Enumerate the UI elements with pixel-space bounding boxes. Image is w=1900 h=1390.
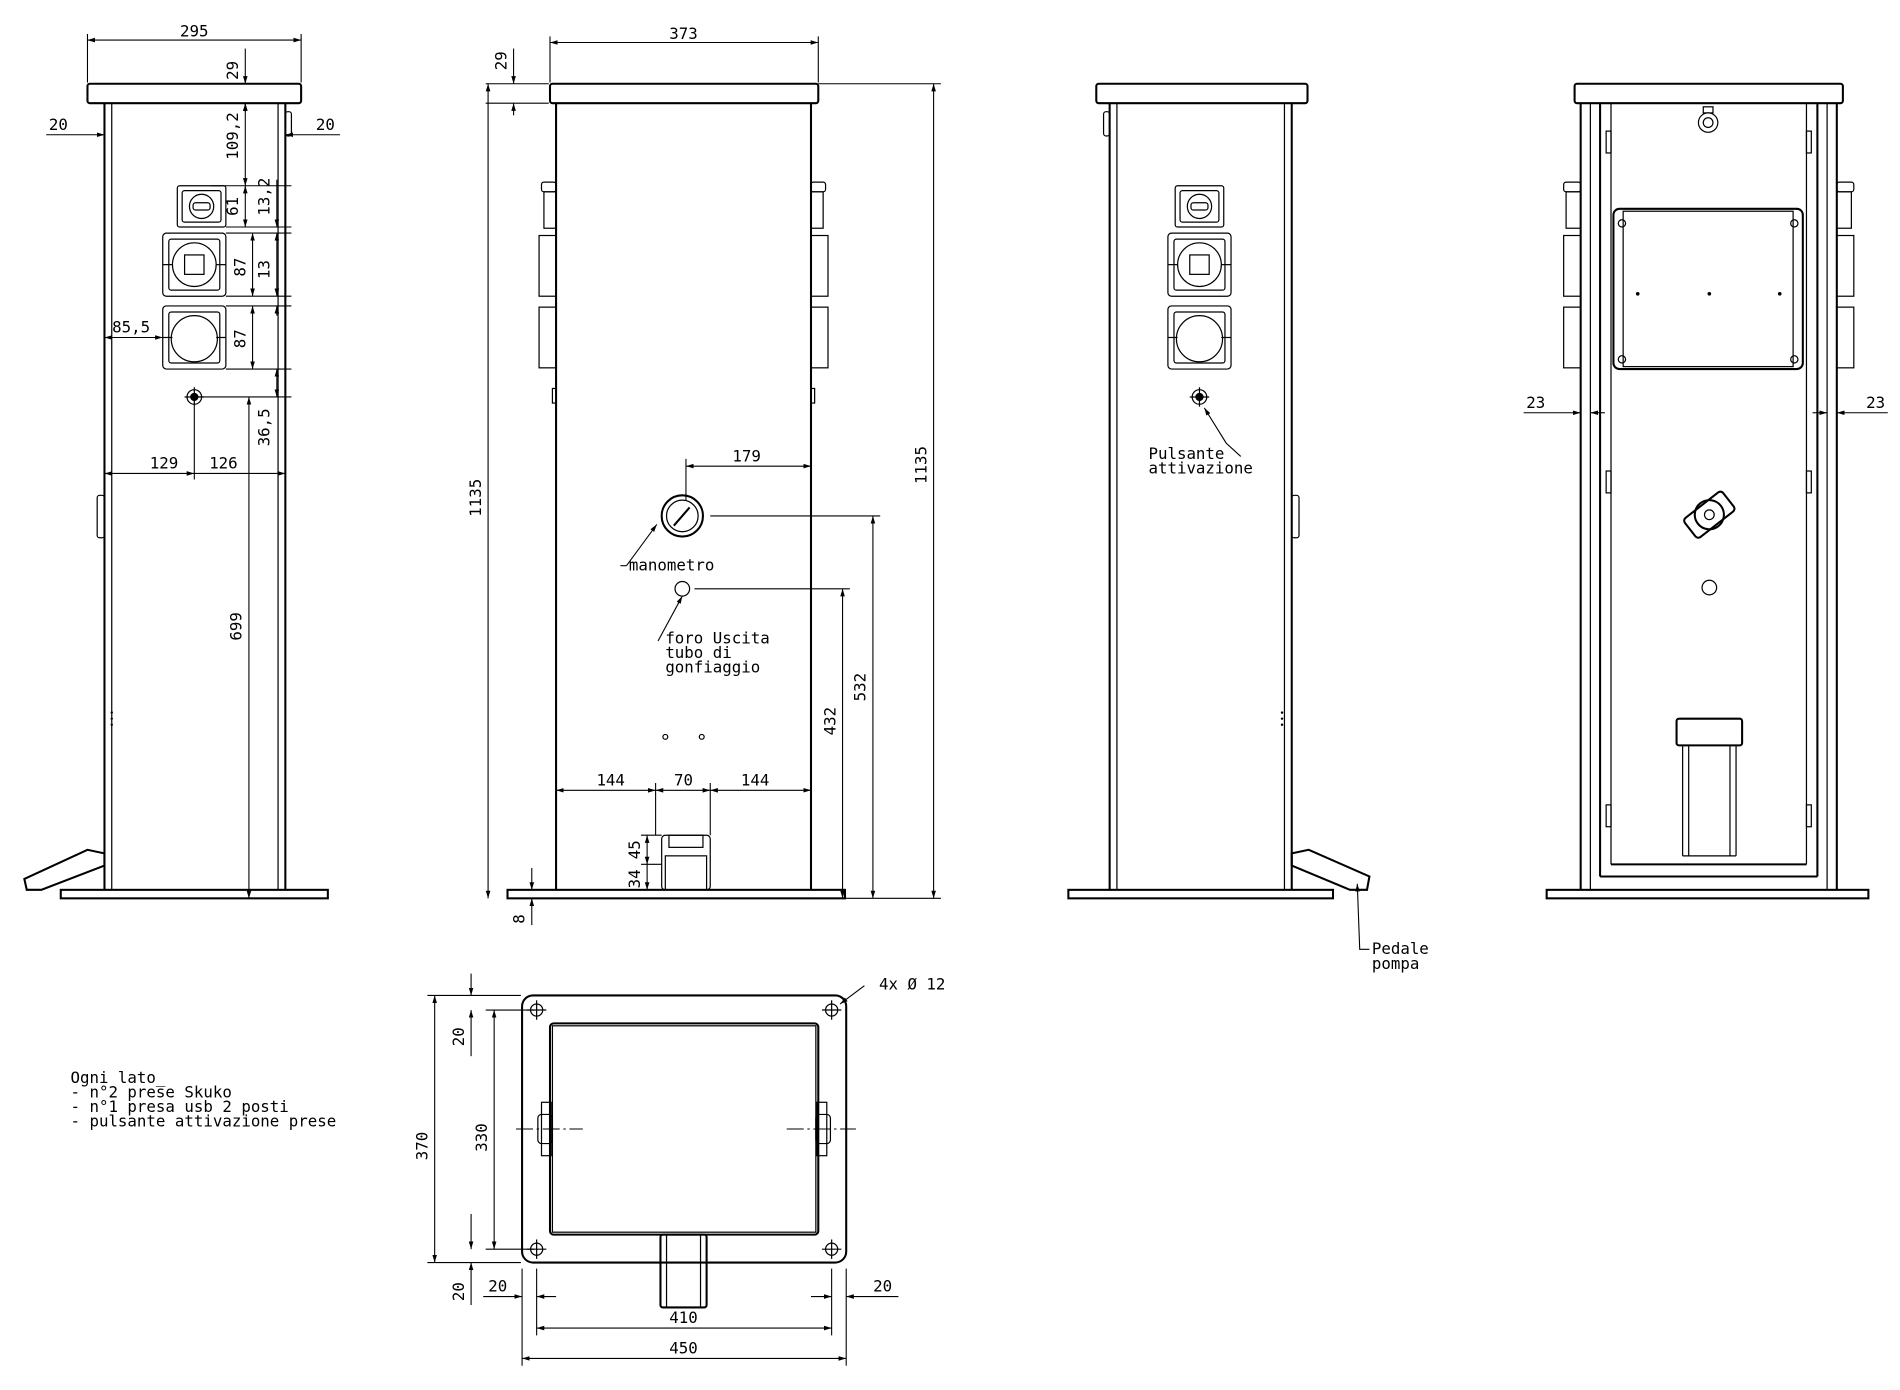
notes-block: Ogni lato_ - n°2 prese Skuko - n°1 presa… <box>70 1068 336 1131</box>
rear-view: 23 23 <box>1523 82 1888 900</box>
dim-36-5: 36,5 <box>255 408 274 446</box>
dim-432: 432 <box>820 707 839 735</box>
dim-20-right: 20 <box>316 115 335 134</box>
dim-45: 45 <box>625 840 644 859</box>
label-pedale-1: Pedale <box>1372 939 1429 958</box>
plan-view: 4x Ø 12 370 330 20 20 20 20 410 450 <box>412 973 945 1366</box>
label-foro-2: tubo di <box>665 643 731 662</box>
dim-699: 699 <box>227 612 246 640</box>
dim-144-b: 144 <box>741 770 769 789</box>
dim-179: 179 <box>732 446 760 465</box>
dim-20-left: 20 <box>49 115 68 134</box>
dim-29: 29 <box>223 61 242 80</box>
dim-1135-left: 1135 <box>466 479 485 517</box>
dim-85-5: 85,5 <box>112 318 150 337</box>
dim-126: 126 <box>209 454 237 473</box>
label-foro-1: foro Uscita <box>665 628 769 647</box>
dim-23-left: 23 <box>1526 393 1545 412</box>
dim-1135-right: 1135 <box>911 446 930 484</box>
dim-34: 34 <box>625 869 644 888</box>
dim-20-l: 20 <box>488 1277 507 1296</box>
dim-532: 532 <box>851 673 870 701</box>
dim-13: 13 <box>255 260 274 279</box>
dim-410: 410 <box>669 1308 697 1327</box>
dim-144-a: 144 <box>596 770 624 789</box>
dim-87-a: 87 <box>230 258 249 277</box>
dim-20-r: 20 <box>873 1277 892 1296</box>
dim-23-right: 23 <box>1866 393 1885 412</box>
dim-61: 61 <box>223 197 242 216</box>
dim-373: 373 <box>669 24 697 43</box>
label-pedale-2: pompa <box>1372 954 1419 973</box>
dim-70: 70 <box>674 770 693 789</box>
dim-holes: 4x Ø 12 <box>879 974 945 993</box>
note-line: Ogni lato_ <box>70 1068 165 1087</box>
dim-8: 8 <box>510 914 529 923</box>
dim-20-bot: 20 <box>449 1282 468 1301</box>
note-line: - n°2 prese Skuko <box>70 1082 231 1101</box>
dim-330: 330 <box>472 1123 491 1151</box>
dim-87-b: 87 <box>230 329 249 348</box>
dim-29-front: 29 <box>491 51 510 70</box>
label-foro-3: gonfiaggio <box>665 658 760 677</box>
note-line: - n°1 presa usb 2 posti <box>70 1097 288 1116</box>
dim-20-top: 20 <box>449 1027 468 1046</box>
label-pulsante-1: Pulsante <box>1148 444 1224 463</box>
front-view: 373 29 1135 1135 179 532 432 144 70 144 … <box>466 24 941 926</box>
dim-370: 370 <box>412 1132 431 1160</box>
label-manometro: manometro <box>629 556 714 575</box>
dim-450: 450 <box>669 1339 697 1358</box>
note-line: - pulsante attivazione prese <box>70 1112 336 1131</box>
dim-109-2: 109,2 <box>223 112 242 159</box>
dim-129: 129 <box>150 454 178 473</box>
side-view: 295 29 20 20 109,2 61 13,2 87 13 87 85,5 <box>23 21 340 900</box>
dim-295: 295 <box>180 21 208 40</box>
side-view-right: Pulsante attivazione Pedale pompa <box>1067 82 1429 973</box>
label-pulsante-2: attivazione <box>1148 458 1252 477</box>
dim-13-2: 13,2 <box>255 178 274 216</box>
